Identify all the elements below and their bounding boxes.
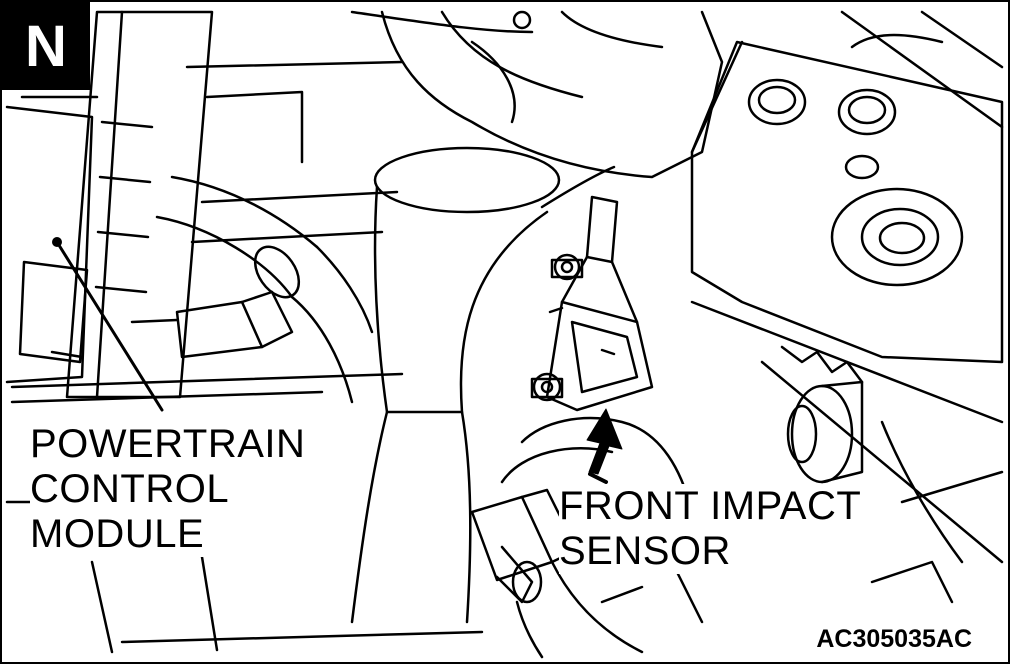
intake-pipe <box>350 146 616 624</box>
sensor-pointer-arrow <box>586 408 623 475</box>
sensor-label-line-2: SENSOR <box>559 529 731 573</box>
pcm-label-line-3: MODULE <box>30 512 205 556</box>
right-bracket <box>690 10 1004 364</box>
pcm-connector-hose <box>130 175 374 404</box>
pcm-label-line-2: CONTROL <box>30 467 230 511</box>
view-direction-badge: N <box>2 2 90 90</box>
pcm-label-line-1: POWERTRAIN <box>30 422 306 466</box>
sensor-label-line-1: FRONT IMPACT <box>559 484 862 528</box>
lower-connector <box>470 416 704 659</box>
front-impact-sensor <box>530 195 654 412</box>
pcm-leader-line <box>55 240 164 412</box>
figure-code: AC305035AC <box>814 625 974 654</box>
label-front-impact-sensor: FRONT IMPACT SENSOR <box>559 484 862 574</box>
label-powertrain-control-module: POWERTRAIN CONTROL MODULE <box>30 422 306 557</box>
